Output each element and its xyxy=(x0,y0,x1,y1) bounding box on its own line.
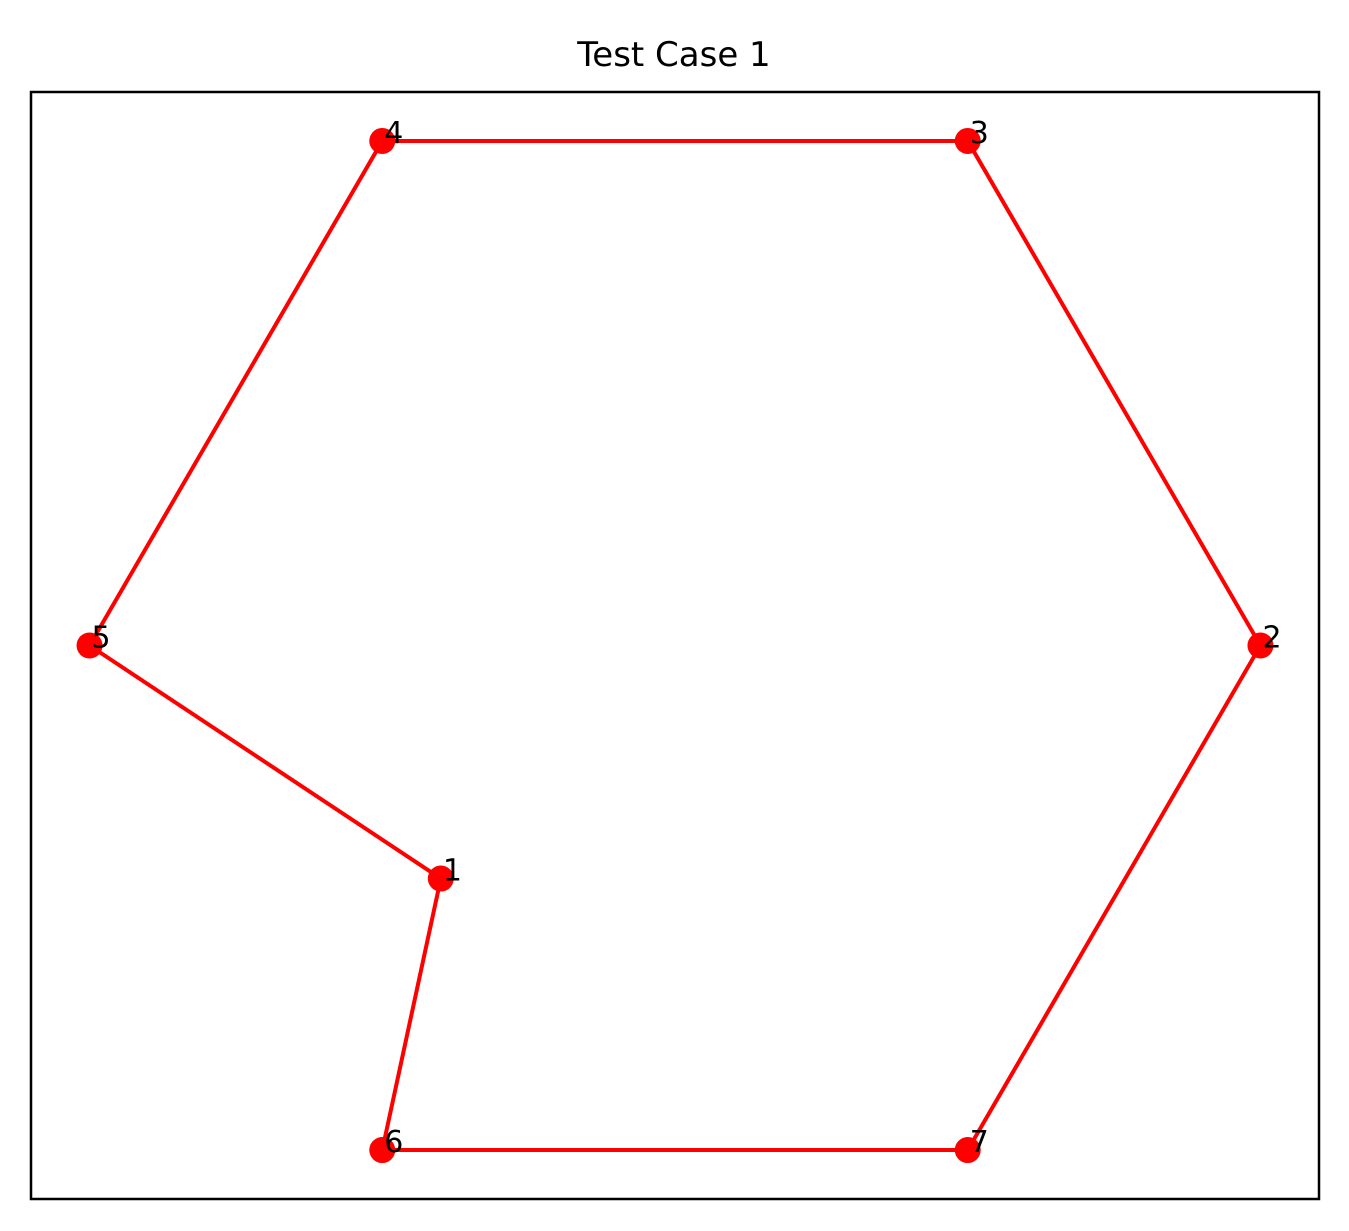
point-marker-7 xyxy=(954,1137,981,1164)
plot-area-frame xyxy=(29,90,1321,1201)
point-label-5: 5 xyxy=(92,621,111,656)
path-lines xyxy=(87,138,1263,1153)
point-marker-1 xyxy=(427,865,454,892)
point-label-1: 1 xyxy=(443,854,462,889)
path-segment-3-2 xyxy=(965,138,1263,648)
path-segment-2-7 xyxy=(965,643,1263,1153)
point-marker-3 xyxy=(954,127,981,154)
point-label-7: 7 xyxy=(970,1125,989,1160)
point-marker-5 xyxy=(76,632,103,659)
path-segment-6-1 xyxy=(380,876,443,1153)
path-segment-1-5 xyxy=(87,643,443,881)
point-label-3: 3 xyxy=(970,116,989,151)
path-segment-5-4 xyxy=(87,138,385,648)
point-label-4: 4 xyxy=(384,116,403,151)
point-marker-6 xyxy=(369,1137,396,1164)
point-marker-2 xyxy=(1247,632,1274,659)
chart-title: Test Case 1 xyxy=(576,35,770,75)
point-markers xyxy=(76,127,1274,1164)
point-label-6: 6 xyxy=(384,1125,403,1160)
point-marker-4 xyxy=(369,127,396,154)
point-label-2: 2 xyxy=(1262,621,1281,656)
point-labels: 1 2 3 4 5 6 7 xyxy=(92,116,1282,1160)
